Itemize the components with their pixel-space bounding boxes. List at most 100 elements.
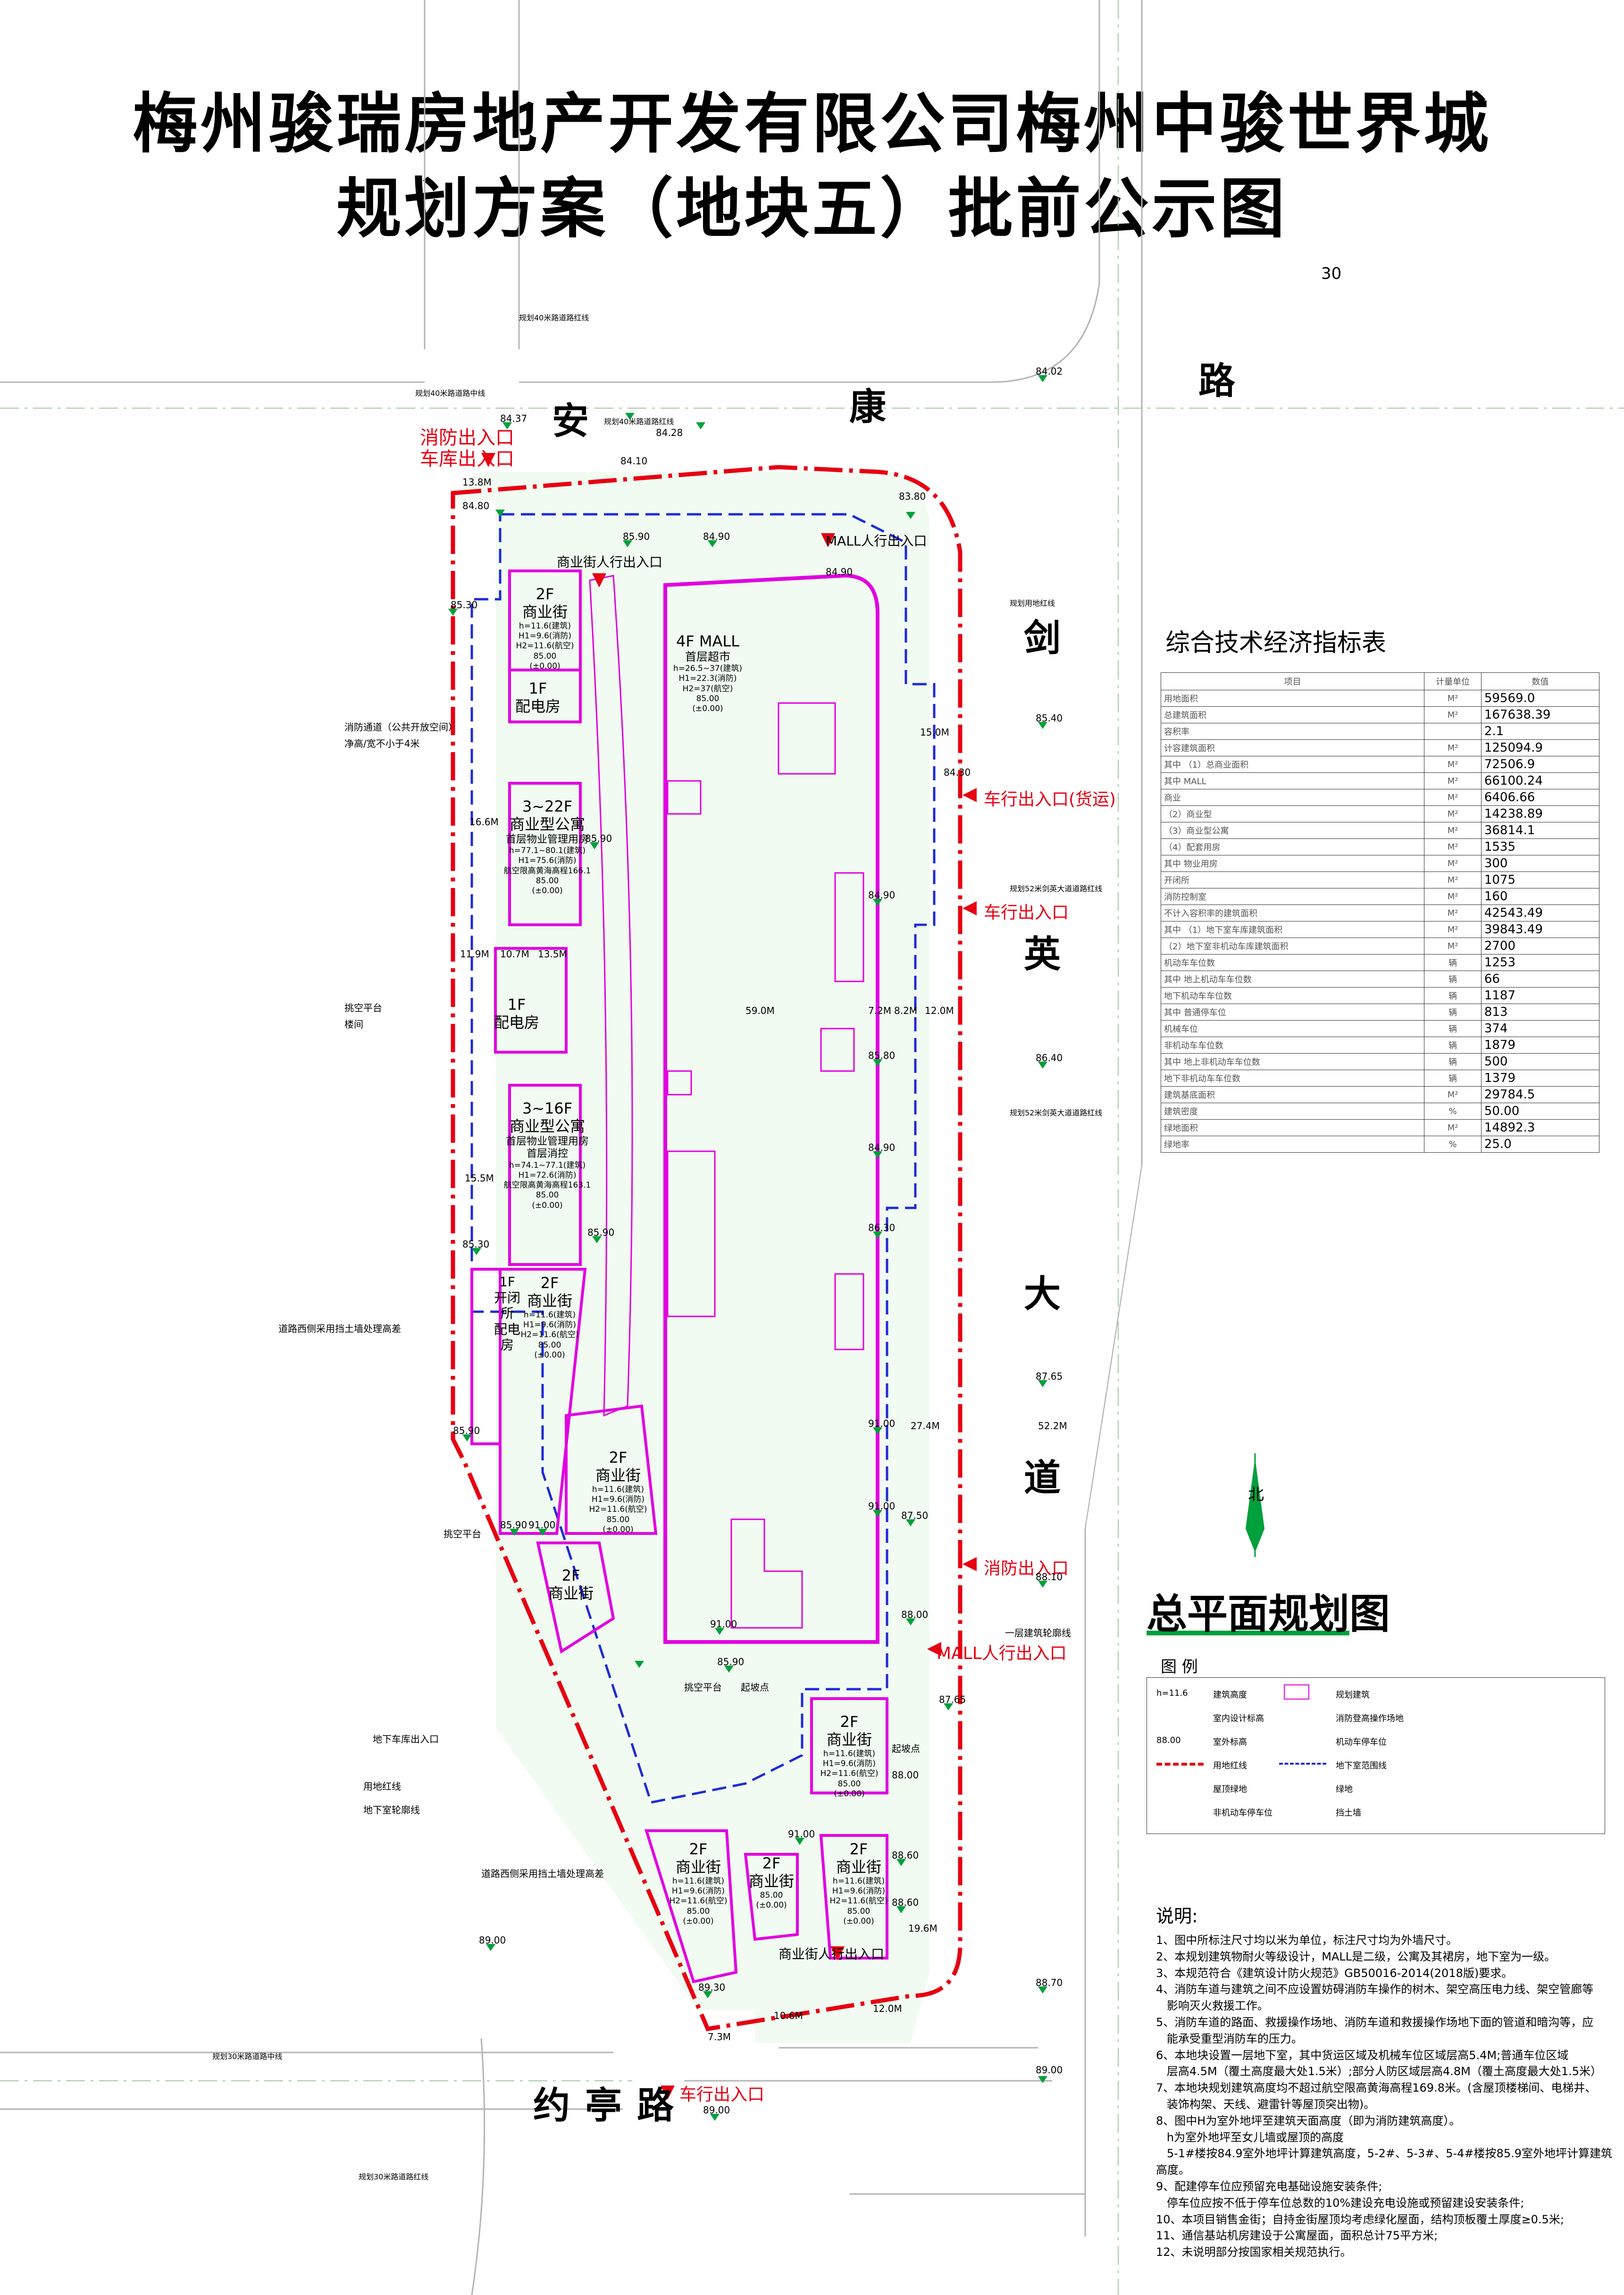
elev-26: 91.00 xyxy=(528,1519,556,1531)
apt2-outline xyxy=(508,1084,582,1266)
row-value: 2700 xyxy=(1481,938,1600,955)
dim-106: 10.6M xyxy=(774,2010,803,2021)
commercial-ped-entry-north: 商业街人行出入口 xyxy=(557,554,663,570)
row-unit: 辆 xyxy=(1424,1020,1482,1037)
elev-4: 84.10 xyxy=(620,455,648,467)
row-name: 计容建筑面积 xyxy=(1160,739,1425,756)
table-header-row: 项目 计量单位 数值 xyxy=(1160,672,1600,690)
road-south-char-3: 路 xyxy=(637,2085,674,2127)
road-center-note: 规划40米路道路中线 xyxy=(415,389,486,398)
note-11: 11、通信基站机房建设于公寓屋面，面积总计75平方米; xyxy=(1156,2229,1438,2243)
vehicle-freight-entry: 车行出入口(货运) xyxy=(984,790,1116,809)
commercial-ped-entry-south: 商业街人行出入口 xyxy=(779,1946,885,1962)
comm-s1-outline xyxy=(644,1829,738,1984)
elev-7: 84.90 xyxy=(703,531,730,542)
row-value: 50.00 xyxy=(1481,1103,1600,1120)
row-value: 66100.24 xyxy=(1481,772,1600,789)
apt1-outline xyxy=(508,782,582,926)
retaining-note-1: 道路西侧采用挡土墙处理高差 xyxy=(278,1323,401,1334)
elev-36: 88.60 xyxy=(892,1850,919,1861)
elev-30: 88.00 xyxy=(901,1609,929,1620)
elev-41: 89.00 xyxy=(703,2104,730,2116)
elev-32: 85.90 xyxy=(717,1656,745,1667)
row-unit: M² xyxy=(1424,905,1482,921)
elev-5: 84.80 xyxy=(462,500,490,511)
elev-37: 88.60 xyxy=(892,1897,919,1908)
note-9: 9、配建停车位应预留充电基础设施安装条件; 停车位应按不低于停车位总数的10%建… xyxy=(1156,2179,1524,2210)
legend-item-7: 用地红线 xyxy=(1213,1761,1247,1771)
elev-40: 89.00 xyxy=(1036,2064,1063,2076)
row-value: 59569.0 xyxy=(1481,690,1600,707)
note-6: 6、本地块设置一层地下室，其中货运区域及机械车位区域层高5.4M;普通车位区域 … xyxy=(1156,2048,1602,2078)
note-2: 2、本规划建筑物耐火等级设计，MALL是二级，公寓及其裙房，地下室为一级。 xyxy=(1156,1950,1556,1963)
title-line-2: 规划方案（地块五）批前公示图 xyxy=(336,171,1288,247)
mall-core-8 xyxy=(730,1518,803,1629)
elev-42: 89.00 xyxy=(479,1935,506,1946)
row-name: 非机动车车位数 xyxy=(1160,1037,1425,1054)
legend-red-line-swatch xyxy=(1156,1763,1204,1766)
elev-31: 91.00 xyxy=(710,1618,737,1630)
row-name: 用地面积 xyxy=(1160,690,1425,707)
fire-entry-label: 消防出入口 xyxy=(420,427,514,449)
dim-119: 11.9M xyxy=(460,948,489,960)
elev-9: 84.90 xyxy=(826,566,853,578)
row-unit: M² xyxy=(1424,888,1482,905)
garage-entry-label: 车库出入口 xyxy=(420,448,514,470)
elev-21: 85.30 xyxy=(462,1239,490,1250)
podium-label-3: 挑空平台 xyxy=(684,1682,722,1693)
plan-title: 总平面规划图 xyxy=(1147,1591,1390,1638)
land-line-note: 规划用地红线 xyxy=(1010,599,1055,608)
row-name: （4）配套用房 xyxy=(1160,838,1425,855)
note-5: 5、消防车道的路面、救援操作场地、消防车道和救援操作场地下面的管道和暗沟等，应 … xyxy=(1156,2015,1594,2045)
row-value: 29784.5 xyxy=(1481,1086,1600,1103)
row-value: 72506.9 xyxy=(1481,756,1600,773)
col-header-unit: 计量单位 xyxy=(1424,672,1482,690)
podium-label-1b: 楼间 xyxy=(344,1019,363,1030)
elev-12: 84.30 xyxy=(944,767,971,778)
row-unit: 辆 xyxy=(1424,954,1482,971)
row-name: 总建筑面积 xyxy=(1160,706,1425,723)
legend-item-3: 室内设计标高 xyxy=(1213,1714,1264,1724)
fire-entry-east: 消防出入口 xyxy=(984,1559,1069,1578)
slope-point-2: 起坡点 xyxy=(892,1743,920,1754)
elev-14: 84.90 xyxy=(868,889,896,901)
row-name: 其中 物业用房 xyxy=(1160,855,1425,872)
vehicle-entry-east: 车行出入口 xyxy=(984,903,1069,922)
row-name: （2）商业型 xyxy=(1160,805,1425,822)
row-unit: 辆 xyxy=(1424,1037,1482,1054)
row-value: 813 xyxy=(1481,1004,1600,1021)
row-unit: M² xyxy=(1424,871,1482,888)
legend-box: h=11.6 建筑高度 规划建筑 室内设计标高 消防登高操作场地 88.00 室… xyxy=(1147,1677,1605,1834)
elev-27: 91.00 xyxy=(868,1500,896,1512)
col-header-item: 项目 xyxy=(1160,672,1425,690)
elev-17: 85.80 xyxy=(868,1050,896,1061)
row-unit: M² xyxy=(1424,739,1482,756)
elev-20: 85.90 xyxy=(587,1227,615,1238)
elevation-markers xyxy=(448,375,1047,2121)
elev-29: 88.10 xyxy=(1036,1571,1063,1583)
elev-23: 85.90 xyxy=(453,1425,480,1436)
notes-list: 1、图中所标注尺寸均以米为单位，标注尺寸均为外墙尺寸。 2、本规划建筑物耐火等级… xyxy=(1156,1932,1618,2261)
row-unit: 辆 xyxy=(1424,1053,1482,1070)
row-value: 1379 xyxy=(1481,1070,1600,1087)
elev-10: 85.30 xyxy=(451,599,478,611)
elev-19: 86.30 xyxy=(868,1222,896,1233)
basement-line-label: 地下室轮廓线 xyxy=(363,1804,420,1816)
elev-39: 88.70 xyxy=(1036,1977,1063,1988)
row-name: 建筑密度 xyxy=(1160,1103,1425,1120)
elev-2: 84.28 xyxy=(656,427,683,438)
dim-12b: 12.0M xyxy=(873,2003,902,2014)
